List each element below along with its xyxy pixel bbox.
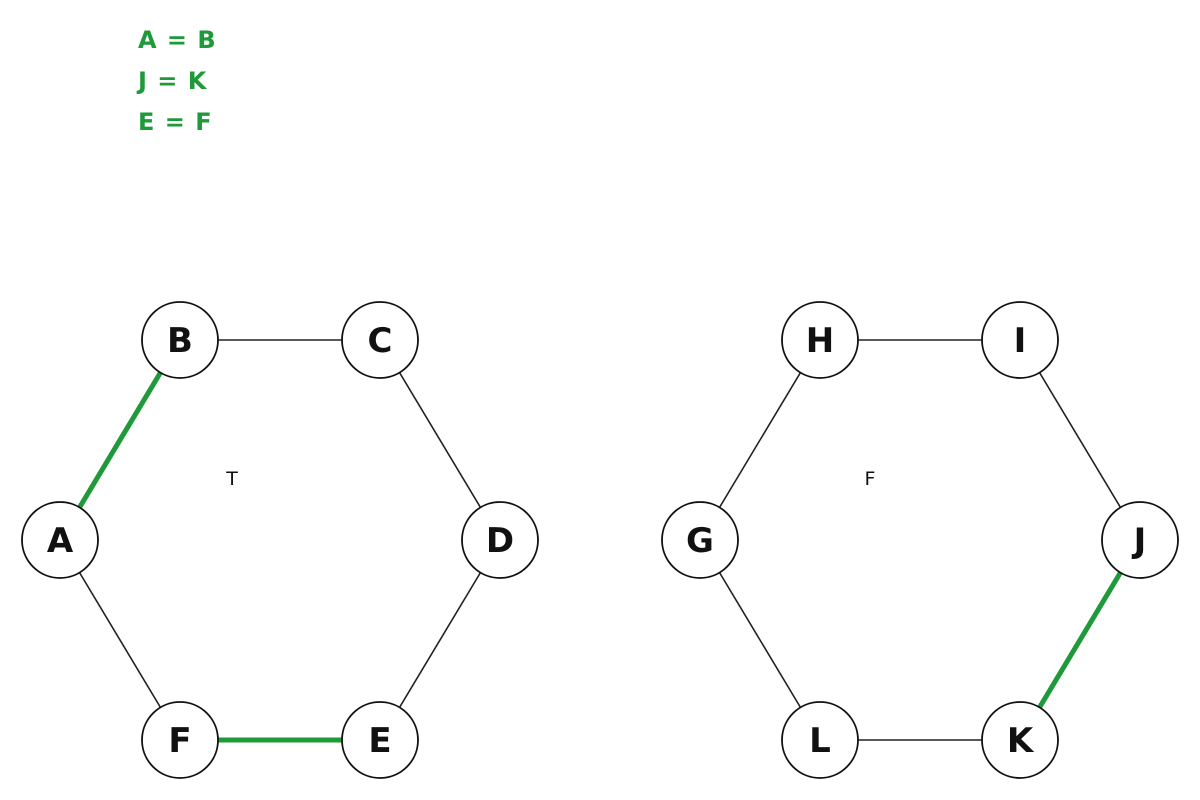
node-label-c: C xyxy=(368,321,393,361)
node-label-k: K xyxy=(1007,721,1035,761)
node-label-a: A xyxy=(47,521,74,561)
node-g[interactable] xyxy=(661,501,739,579)
node-d[interactable] xyxy=(461,501,539,579)
node-i[interactable] xyxy=(981,301,1059,379)
graph-label: T xyxy=(225,468,238,490)
graph-label: F xyxy=(865,468,876,490)
legend-line-3: E = F xyxy=(138,108,213,136)
node-label-d: D xyxy=(486,521,514,561)
node-label-j: J xyxy=(1132,521,1147,561)
node-l[interactable] xyxy=(781,701,859,779)
node-label-g: G xyxy=(686,521,714,561)
node-a[interactable] xyxy=(21,501,99,579)
legend-line-1: A = B xyxy=(138,26,217,54)
node-label-f: F xyxy=(168,721,191,761)
node-f[interactable] xyxy=(141,701,219,779)
equivalence-legend: A = B J = K E = F xyxy=(138,20,217,143)
node-label-h: H xyxy=(806,321,834,361)
hexagon-graph-right: H I J K L G F xyxy=(661,301,1179,779)
hexagon-graph-left: B C D E F A T xyxy=(21,301,539,779)
node-j[interactable] xyxy=(1101,501,1179,579)
node-h[interactable] xyxy=(781,301,859,379)
node-c[interactable] xyxy=(341,301,419,379)
node-e[interactable] xyxy=(341,701,419,779)
node-label-i: I xyxy=(1014,321,1027,361)
node-b[interactable] xyxy=(141,301,219,379)
legend-line-2: J = K xyxy=(138,67,208,95)
node-label-l: L xyxy=(809,721,831,761)
node-k[interactable] xyxy=(981,701,1059,779)
node-label-e: E xyxy=(368,721,391,761)
node-label-b: B xyxy=(167,321,193,361)
